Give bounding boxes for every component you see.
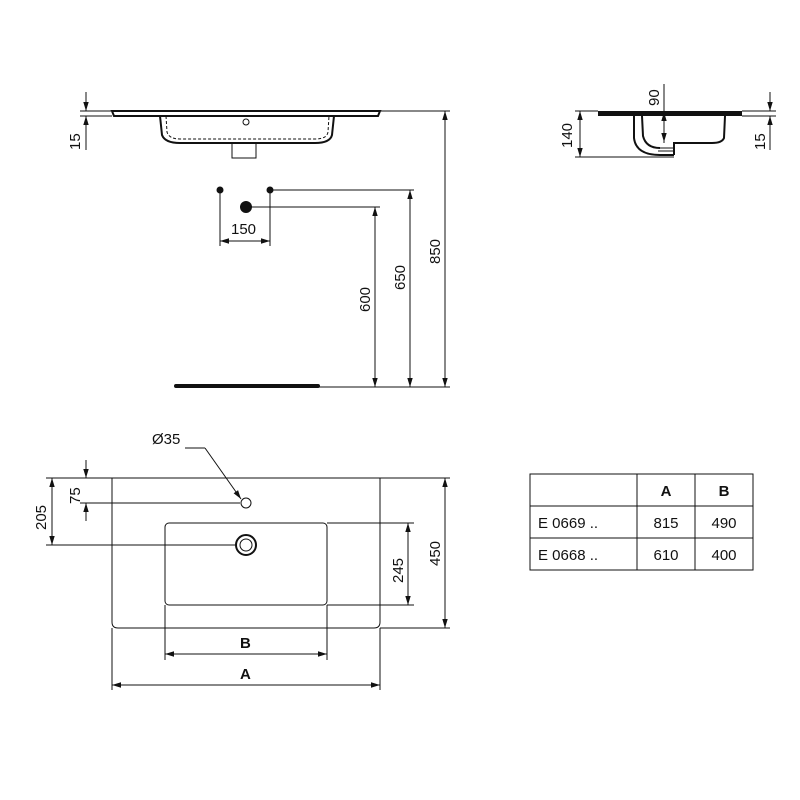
dim-rim-15-side: 15: [752, 133, 769, 150]
dim-205: 205: [33, 505, 50, 530]
table-header-B: B: [719, 483, 730, 500]
plan-view: Ø35 75 205 245 450 B A: [33, 431, 450, 690]
dimension-table: A B E 0669 .. 815 490 E 0668 .. 610 400: [529, 473, 754, 571]
table-cell: E 0668 ..: [538, 547, 598, 564]
dim-75: 75: [67, 487, 84, 504]
dim-rim-15: 15: [67, 133, 84, 150]
table-cell: 400: [711, 547, 736, 564]
dim-A: A: [240, 666, 251, 683]
tap-hole-icon: [242, 118, 250, 126]
front-view: 15 150 600 650 850: [67, 92, 450, 388]
table-header-A: A: [661, 483, 672, 500]
table-cell: 610: [653, 547, 678, 564]
dim-90: 90: [646, 89, 663, 106]
dim-450: 450: [427, 541, 444, 566]
table-cell: E 0669 ..: [538, 515, 598, 532]
dim-140: 140: [559, 123, 576, 148]
dim-hole-35: Ø35: [152, 431, 180, 448]
side-view: 140 90 15: [559, 84, 776, 158]
dim-650: 650: [392, 265, 409, 290]
dim-600: 600: [357, 287, 374, 312]
dim-B: B: [240, 635, 251, 652]
dim-850: 850: [427, 239, 444, 264]
table-cell: 490: [711, 515, 736, 532]
dim-150: 150: [231, 221, 256, 238]
dim-245: 245: [390, 558, 407, 583]
table-cell: 815: [653, 515, 678, 532]
